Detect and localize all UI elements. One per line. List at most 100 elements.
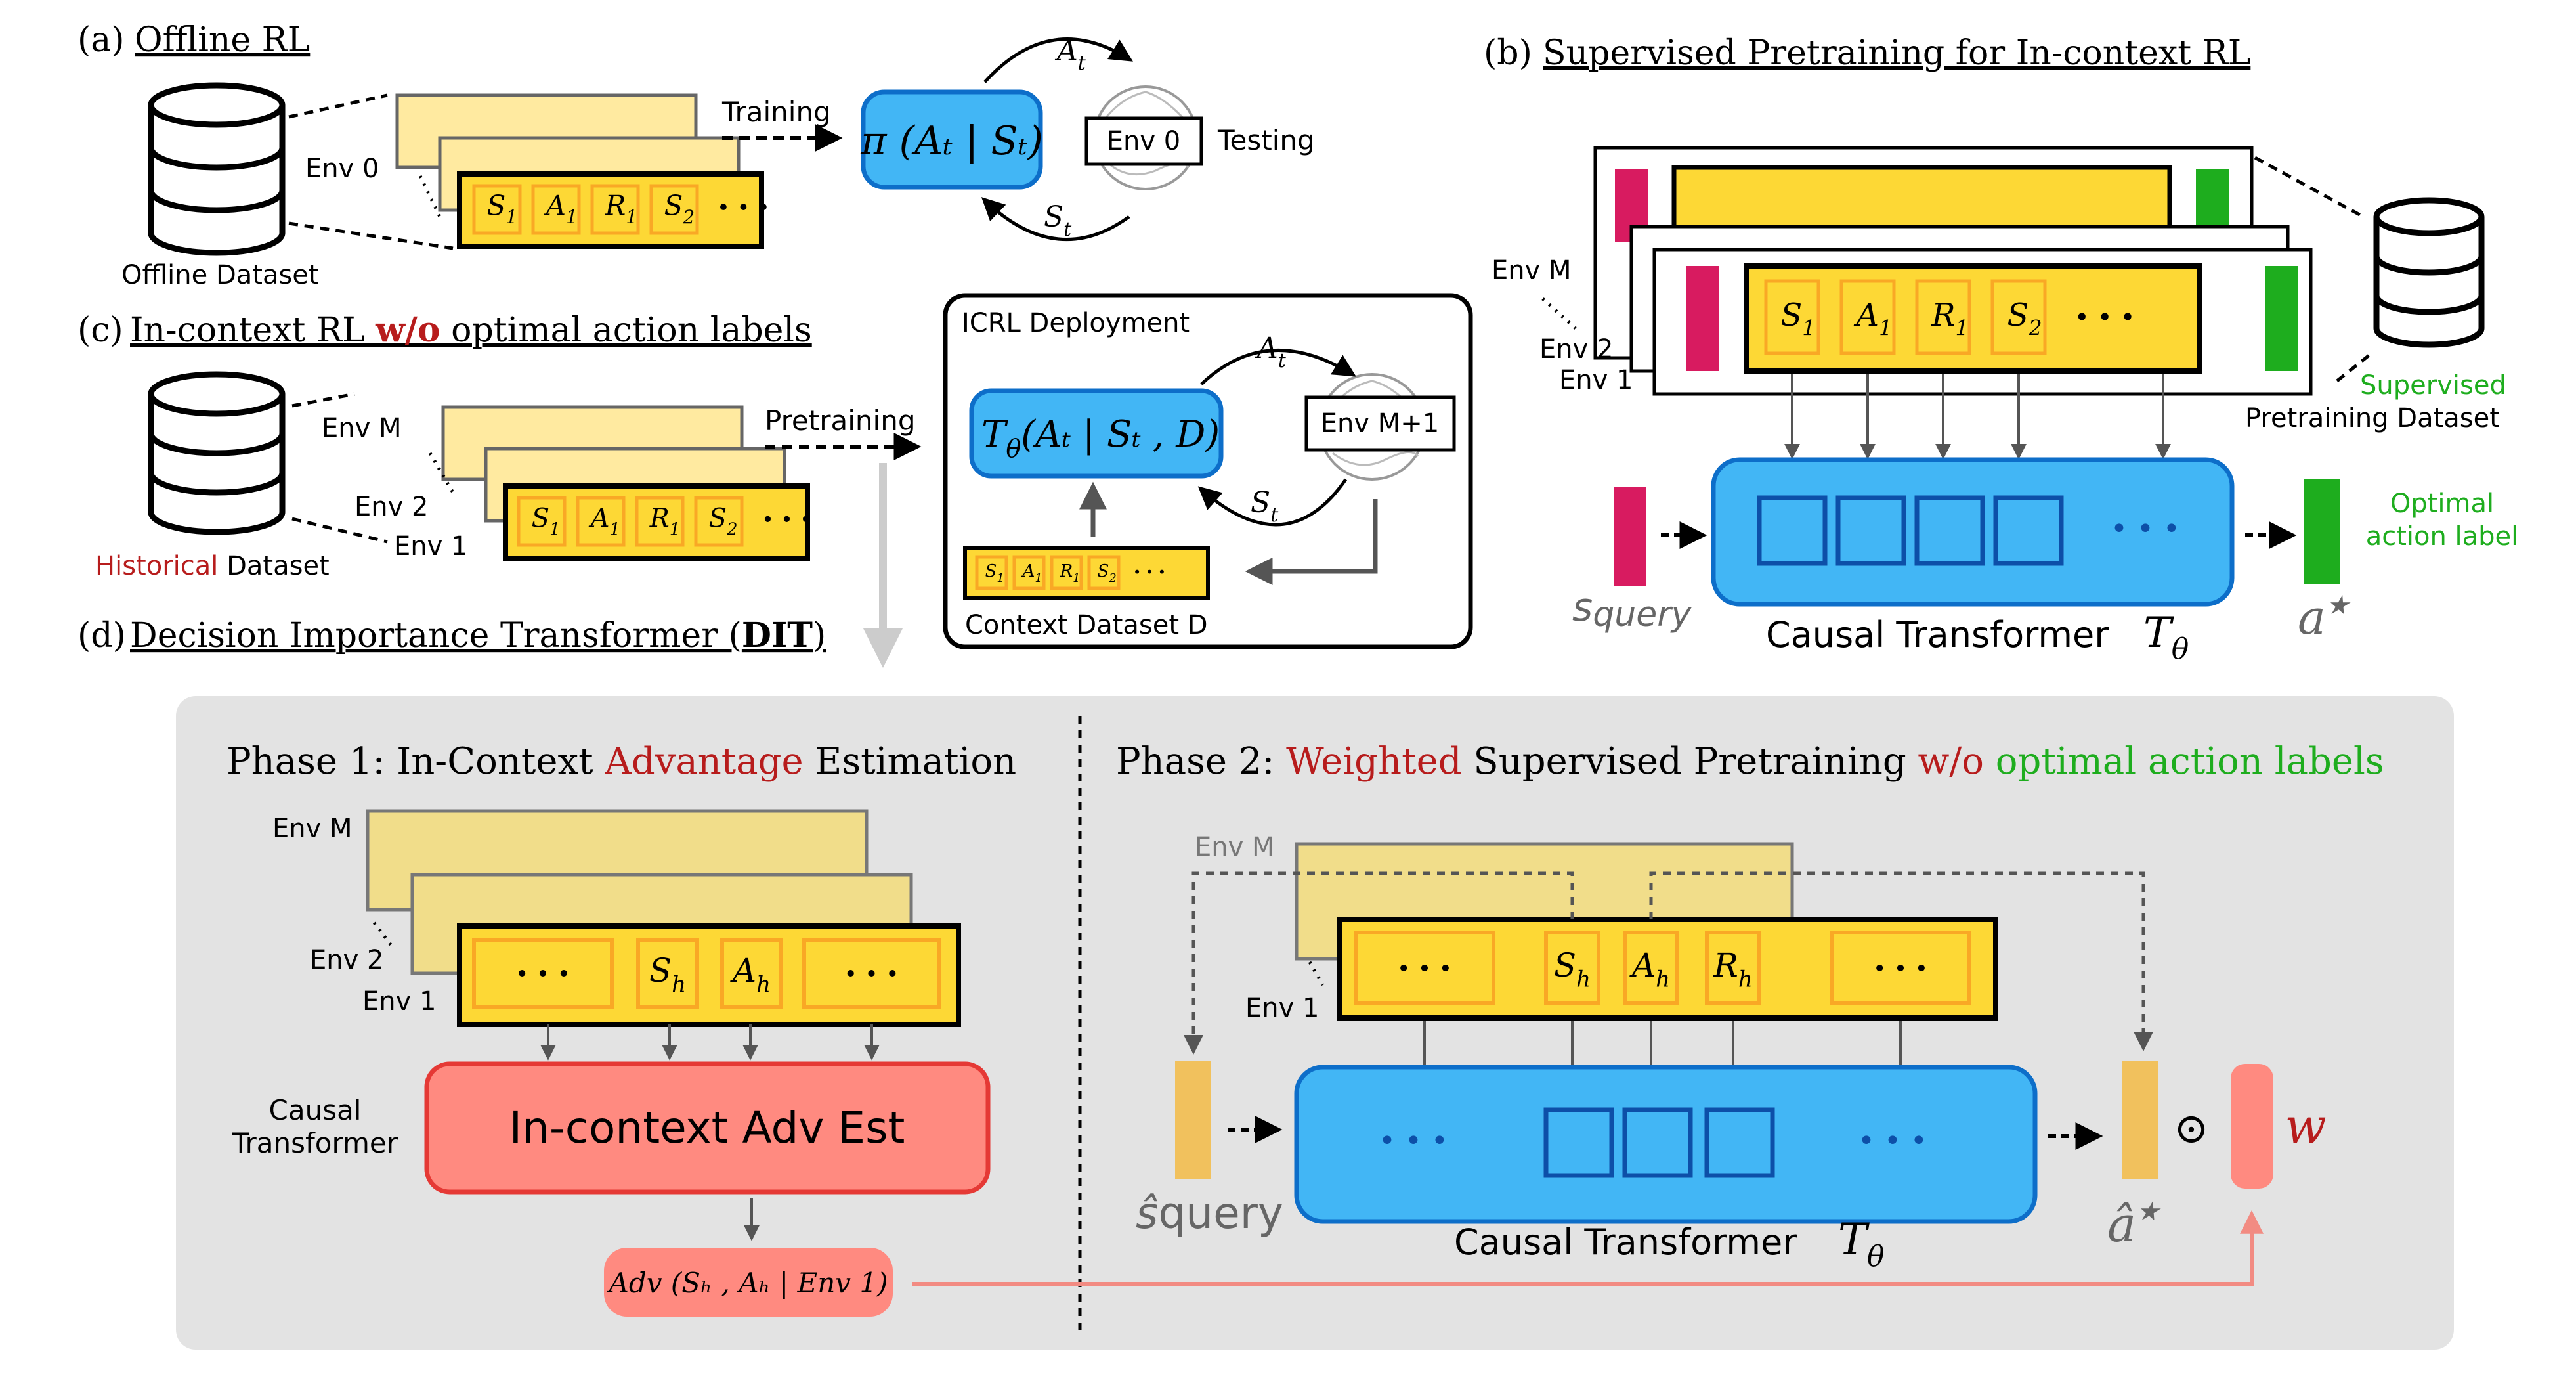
trajectory-token-label: S2 (709, 504, 738, 540)
ellipsis-dots: • • • (1379, 1124, 1448, 1158)
trajectory-token (635, 496, 685, 547)
token-arrows (1784, 374, 2171, 460)
env-box (1084, 116, 1203, 166)
action-arrow (1200, 348, 1356, 385)
embedding-box (1993, 495, 2064, 566)
model-block (969, 388, 1224, 479)
action-label: At (1054, 34, 1086, 75)
stack-dots (373, 921, 395, 950)
link-line (2336, 353, 2371, 382)
panel-b-letter: (b) (1484, 33, 1532, 73)
trajectory-token (1087, 555, 1121, 590)
state-label: St (1044, 200, 1072, 241)
trajectory-token (472, 184, 522, 235)
embedding-box (1704, 1107, 1775, 1178)
state-dashed-arrow (1184, 871, 1574, 1055)
trajectory-token (975, 555, 1008, 590)
theta-label: Tθ (2143, 609, 2189, 666)
phase2-title: Phase 2: Weighted Supervised Pretraining… (1116, 740, 2384, 783)
trajectory-token-label: R1 (1931, 297, 1969, 340)
trajectory-token (1830, 931, 1971, 1005)
database-icon (148, 82, 286, 256)
trajectory-token-label: Rh (1713, 946, 1753, 992)
token-arrows (540, 1024, 880, 1061)
theta-label: Tθ (1838, 1214, 1885, 1273)
causal-transformer-side-label: Causal (269, 1094, 362, 1126)
trajectory-token-label: A1 (588, 504, 620, 540)
ellipsis-dots: • • • (717, 195, 770, 221)
link-line (288, 221, 454, 250)
env-label: Env M (1195, 832, 1275, 862)
trajectory-token (576, 496, 626, 547)
link-line (291, 392, 355, 408)
trajectory-token-label: Ah (730, 952, 771, 998)
panel-b: (b) Supervised Pretraining for In-contex… (1484, 33, 2518, 666)
trajectory-token-label: S2 (2007, 297, 2042, 340)
ellipsis-dots: • • • (2111, 512, 2180, 546)
env-label: Env 1 (1245, 993, 1319, 1023)
action-label: At (1255, 332, 1287, 372)
trajectory-token (1839, 279, 1896, 355)
trajectory-token-label: A1 (1021, 561, 1042, 585)
env-box-label: Env 0 (1107, 126, 1180, 156)
env-label: Env 0 (305, 154, 379, 184)
optimal-label: action label (2366, 521, 2519, 552)
query-token (1175, 1061, 1211, 1179)
trajectory-token-label: • • • (1873, 956, 1928, 982)
embedding-box (1543, 1107, 1614, 1178)
embedding-box (1914, 495, 1985, 566)
historical-dataset-label: Historical Dataset (95, 551, 330, 581)
supervised-label: Supervised (2360, 370, 2506, 401)
causal-transformer-block (1294, 1065, 2038, 1224)
env-label: Env 2 (354, 492, 428, 522)
env-label: Env 2 (310, 945, 383, 975)
trajectory-token (649, 184, 699, 235)
trajectory-token (1012, 555, 1046, 590)
output-label: a★ (2298, 590, 2351, 645)
env-label: Env 2 (1539, 334, 1613, 364)
ellipsis-dots: • • • (2074, 303, 2135, 332)
trajectory-token-label: • • • (1397, 956, 1452, 982)
trajectory-token (1050, 555, 1083, 590)
trajectory-token-label: Sh (1554, 946, 1591, 992)
embedding-boxes: • • • (1757, 495, 2180, 566)
optimal-label: Optimal (2390, 489, 2494, 519)
adv-est-label: In-context Adv Est (509, 1103, 905, 1153)
policy-label: π (Aₜ | Sₜ) (860, 118, 1043, 164)
adv-output (604, 1248, 893, 1317)
weight-token (2231, 1064, 2273, 1189)
trajectory-strip (1671, 165, 2172, 236)
panel-d-letter: (d) (77, 616, 126, 655)
env-label: Env M (1492, 255, 1572, 286)
database-icon (2373, 197, 2485, 348)
label-token (2265, 266, 2298, 371)
causal-transformer-side-label: Transformer (232, 1127, 398, 1159)
trajectory-token (472, 938, 614, 1009)
env-label: Env M (322, 413, 402, 443)
transformer-label: Causal Transformer (1454, 1221, 1797, 1263)
panel-c-title: In-context RL w/o optimal action labels (130, 310, 812, 350)
state-label: St (1251, 486, 1279, 527)
panel-c: (c) In-context RL w/o optimal action lab… (77, 293, 1473, 668)
ellipsis-dots: • • • (762, 508, 812, 533)
trajectory-token (1764, 279, 1820, 355)
env-label: Env 1 (394, 531, 467, 561)
trajectory-token (1354, 931, 1495, 1005)
panel-a-title: Offline RL (135, 20, 310, 60)
training-label: Training (721, 96, 831, 128)
env-label: Env 1 (362, 986, 436, 1017)
trajectory-token (531, 184, 581, 235)
adv-output-label: Adv (Sₕ , Aₕ | Env 1) (607, 1267, 888, 1299)
panel-c-letter: (c) (77, 311, 123, 350)
trajectory-token-label: S1 (487, 190, 518, 229)
embedding-box (1835, 495, 1906, 566)
env-label: Env 1 (1559, 365, 1633, 395)
